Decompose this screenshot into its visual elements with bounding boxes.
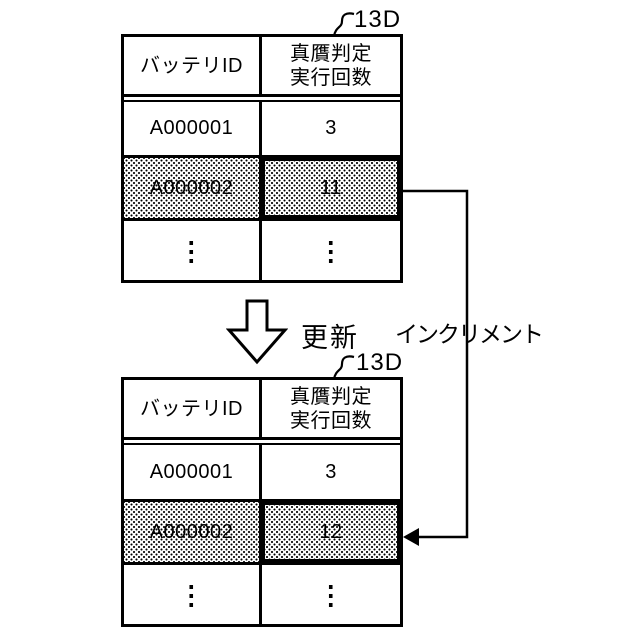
update-block-arrow-icon [226, 299, 288, 365]
cell-battery-id: A000001 [124, 102, 262, 155]
cell-ellipsis: ⋮ [124, 565, 262, 624]
col-header-exec-count: 真贋判定 実行回数 [290, 42, 372, 89]
update-label: 更新 [301, 323, 359, 353]
cell-exec-count-emphasized: 11 [262, 158, 400, 218]
battery-table-after: バッテリID 真贋判定 実行回数 A000001 3 A000002 12 ⋮ … [121, 377, 403, 627]
cell-ellipsis: ⋮ [124, 221, 262, 280]
increment-label: インクリメント [395, 321, 544, 347]
battery-table-before: バッテリID 真贋判定 実行回数 A000001 3 A000002 11 ⋮ … [121, 34, 403, 283]
cell-battery-id: A000001 [124, 445, 262, 499]
table-row-highlighted: A000002 11 [124, 158, 400, 221]
cell-battery-id: A000002 [124, 158, 262, 218]
col-header-exec-count: 真贋判定 実行回数 [290, 385, 372, 432]
col-header-battery-id: バッテリID [124, 37, 262, 94]
table-header-row: バッテリID 真贋判定 実行回数 [124, 380, 400, 440]
cell-exec-count: 3 [325, 117, 337, 139]
cell-exec-count-emphasized: 12 [262, 502, 400, 562]
table-row: A000001 3 [124, 445, 400, 502]
table-row-ellipsis: ⋮ ⋮ [124, 565, 400, 624]
table-row-ellipsis: ⋮ ⋮ [124, 221, 400, 280]
reference-label-top: 13D [354, 6, 402, 33]
cell-ellipsis: ⋮ [317, 579, 345, 610]
col-header-battery-id: バッテリID [124, 380, 262, 437]
header-separator [124, 440, 400, 445]
table-header-row: バッテリID 真贋判定 実行回数 [124, 37, 400, 97]
reference-leader-icon [332, 355, 355, 380]
cell-battery-id: A000002 [124, 502, 262, 562]
reference-label-bottom: 13D [356, 349, 404, 376]
header-separator [124, 97, 400, 102]
cell-ellipsis: ⋮ [317, 235, 345, 266]
table-row-highlighted: A000002 12 [124, 502, 400, 565]
cell-exec-count: 3 [325, 460, 337, 483]
increment-connector-arrow [403, 189, 469, 546]
reference-leader-icon [332, 12, 355, 37]
table-row: A000001 3 [124, 102, 400, 158]
